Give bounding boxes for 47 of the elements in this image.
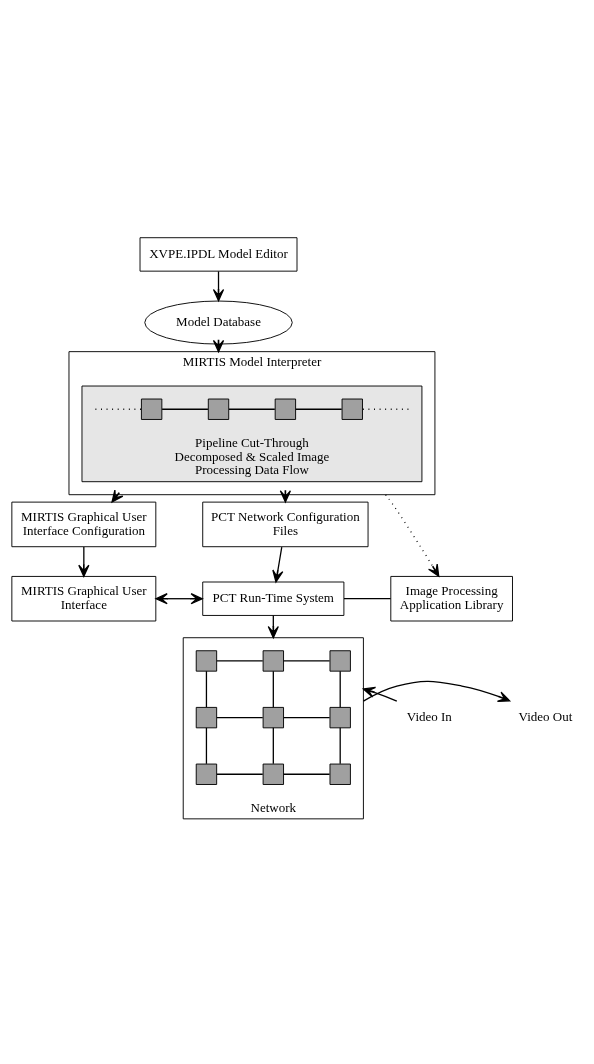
connector [216,773,264,775]
connector [362,408,410,410]
connector [283,773,331,775]
node-box: XVPE.IPDL Model Editor [139,237,298,272]
cluster: Network [182,637,364,820]
node-box [329,706,351,729]
node-text: Video In [406,709,452,725]
node-box [329,763,351,785]
connector [283,716,331,719]
node-box: MIRTIS Graphical User Interface [11,575,157,622]
connector [295,408,343,410]
node-box [262,706,284,729]
connector [161,408,209,410]
node-box: PCT Run-Time System [202,581,345,616]
node-box: PCT Network Configuration Files [202,501,369,548]
arrow [155,593,203,605]
node-box [274,398,297,420]
connector [216,716,264,719]
connector [205,670,208,708]
node-box [207,398,230,420]
connector [272,670,274,708]
node-box [140,398,163,420]
node-text: Video Out [518,709,573,725]
arrow [272,546,284,583]
node-box [341,398,363,420]
node-box [329,650,351,672]
connector [339,727,341,765]
node-box: MIRTIS Graphical User Interface Configuration [11,501,157,548]
arrow [212,339,225,353]
connector [272,727,274,765]
node-box [262,650,284,672]
arrow [385,494,440,577]
connector [216,660,264,662]
connector [228,408,276,410]
connector [283,660,331,662]
node-box: Image Processing Application Library [390,575,513,622]
connector [94,408,142,410]
cluster: Pipeline Cut-Through Decomposed & Scaled Image Processing Data Flow [81,385,423,483]
node-box [262,763,284,785]
node-box [195,763,218,785]
node-box [195,650,218,672]
connector [339,670,341,708]
node-box [195,706,218,729]
arrow [362,686,398,702]
arrow [362,680,511,703]
connector [205,727,208,765]
connector [343,598,392,600]
